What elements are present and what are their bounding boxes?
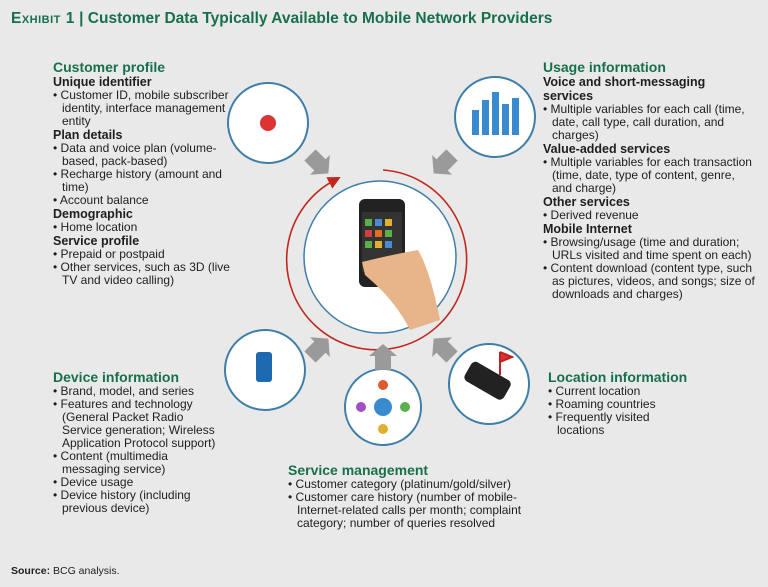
list-item: Customer category (platinum/gold/silver): [288, 478, 548, 491]
arrow-bottom-right: [432, 337, 458, 363]
list-item: Frequently visited locations: [548, 411, 698, 437]
section-title: Service profile: [53, 234, 140, 248]
location-block: Location information Current locationRoa…: [548, 369, 698, 437]
section-title: Unique identifier: [53, 75, 152, 89]
usage-block: Usage information Voice and short-messag…: [543, 59, 758, 301]
list-item: Prepaid or postpaid: [53, 248, 233, 261]
section-title: Other services: [543, 195, 630, 209]
exhibit-title: Exhibit 1 | Customer Data Typically Avai…: [11, 10, 552, 28]
arrow-top-left: [304, 149, 330, 175]
list-item: Home location: [53, 221, 233, 234]
customer-profile-heading: Customer profile: [53, 59, 166, 75]
list-item: Content (multimedia messaging service): [53, 450, 218, 476]
list-item: Other services, such as 3D (live TV and …: [53, 261, 233, 287]
list-item: Multiple variables for each transaction …: [543, 156, 758, 195]
separator: |: [79, 10, 84, 27]
list-item: Data and voice plan (volume-based, pack-…: [53, 142, 233, 168]
customer-profile-block: Customer profile Unique identifier Custo…: [53, 59, 233, 287]
source-text: BCG analysis.: [53, 565, 120, 577]
source-note: Source: BCG analysis.: [11, 565, 120, 577]
service-management-block: Service management Customer category (pl…: [288, 462, 548, 530]
list-item: Device history (including previous devic…: [53, 489, 218, 515]
list-item: Features and technology (General Packet …: [53, 398, 218, 450]
category-circles: [224, 76, 536, 446]
list-item: Customer ID, mobile subscriber identity,…: [53, 89, 233, 128]
source-label: Source:: [11, 565, 51, 577]
list-item: Content download (content type, such as …: [543, 262, 758, 301]
exhibit-label: Exhibit 1: [11, 10, 75, 27]
usage-heading: Usage information: [543, 59, 666, 75]
arrow-top-right: [432, 149, 458, 175]
arrow-bottom-center: [369, 344, 397, 370]
list-item: Brand, model, and series: [53, 385, 218, 398]
list-item: Device usage: [53, 476, 218, 489]
list-item: Roaming countries: [548, 398, 698, 411]
device-block: Device information Brand, model, and ser…: [53, 369, 218, 515]
section-title: Value-added services: [543, 142, 671, 156]
list-item: Current location: [548, 385, 698, 398]
device-heading: Device information: [53, 369, 180, 385]
list-item: Recharge history (amount and time): [53, 168, 233, 194]
location-heading: Location information: [548, 369, 688, 385]
list-item: Multiple variables for each call (time, …: [543, 103, 758, 142]
service-heading: Service management: [288, 462, 429, 478]
section-title: Mobile Internet: [543, 222, 632, 236]
list-item: Browsing/usage (time and duration; URLs …: [543, 236, 758, 262]
section-title: Demographic: [53, 207, 133, 221]
section-title: Plan details: [53, 128, 123, 142]
inward-arrows: [304, 149, 458, 370]
arrow-bottom-left: [304, 337, 330, 363]
list-item: Account balance: [53, 194, 233, 207]
cycle-arc: [285, 169, 468, 351]
list-item: Customer care history (number of mobile-…: [288, 491, 548, 530]
title-text: Customer Data Typically Available to Mob…: [87, 10, 553, 27]
phone-icon: [359, 199, 440, 330]
section-title: Voice and short-messaging services: [543, 75, 706, 103]
list-item: Derived revenue: [543, 209, 758, 222]
